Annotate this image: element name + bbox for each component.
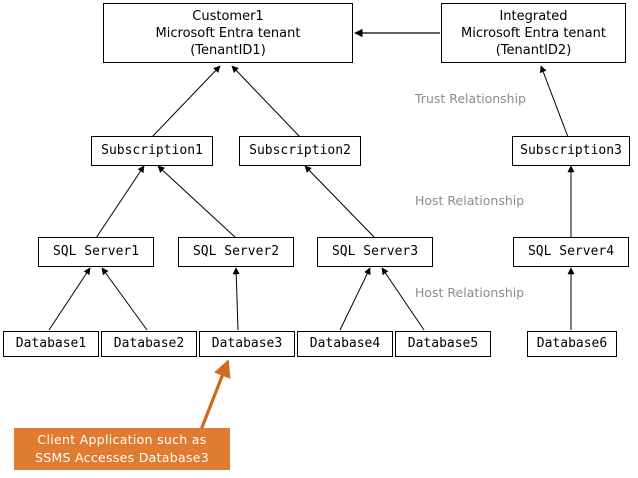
tenant-integrated-line1: Integrated (499, 8, 568, 24)
edge-sub1-to-customer1 (151, 65, 221, 138)
sql-server1-label: SQL Server1 (52, 244, 140, 259)
edge-srv1-to-sub1 (95, 165, 145, 239)
database4-label: Database4 (309, 336, 381, 351)
node-database3[interactable]: Database3 (199, 331, 295, 357)
node-database1[interactable]: Database1 (3, 331, 99, 357)
edge-db2-to-srv1 (101, 267, 148, 331)
database1-label: Database1 (15, 336, 87, 351)
node-sql-server1[interactable]: SQL Server1 (38, 237, 154, 267)
label-host-relationship-lower: Host Relationship (415, 285, 525, 300)
edge-db1-to-srv1 (48, 267, 91, 331)
sql-server4-label: SQL Server4 (527, 244, 615, 259)
subscription1-label: Subscription1 (101, 143, 203, 158)
database6-label: Database6 (536, 336, 608, 351)
node-database2[interactable]: Database2 (101, 331, 197, 357)
tenant-customer1-line2: Microsoft Entra tenant (155, 25, 301, 41)
node-tenant-customer1[interactable]: Customer1 Microsoft Entra tenant (Tenant… (103, 3, 353, 63)
edge-srv2-to-sub1 (157, 165, 237, 239)
tenant-integrated-line2: Microsoft Entra tenant (461, 25, 606, 41)
subscription2-label: Subscription2 (249, 143, 351, 158)
label-host-relationship-upper: Host Relationship (415, 193, 525, 208)
node-sql-server2[interactable]: SQL Server2 (178, 237, 294, 267)
node-subscription1[interactable]: Subscription1 (91, 136, 213, 166)
label-trust-relationship: Trust Relationship (415, 91, 526, 106)
edge-callout-to-db3 (199, 359, 231, 431)
sql-server3-label: SQL Server3 (331, 244, 419, 259)
tenant-customer1-line3: (TenantID1) (190, 42, 266, 58)
edge-db4-to-srv3 (339, 267, 371, 331)
node-database4[interactable]: Database4 (297, 331, 393, 357)
node-database5[interactable]: Database5 (395, 331, 491, 357)
sql-server2-label: SQL Server2 (192, 244, 280, 259)
node-tenant-integrated[interactable]: Integrated Microsoft Entra tenant (Tenan… (441, 3, 626, 63)
database5-label: Database5 (407, 336, 479, 351)
tenant-integrated-line3: (TenantID2) (495, 42, 572, 58)
node-subscription2[interactable]: Subscription2 (239, 136, 361, 166)
edge-sub2-to-customer1 (231, 65, 301, 138)
callout-client-application[interactable]: Client Application such as SSMS Accesses… (14, 428, 230, 470)
subscription3-label: Subscription3 (520, 143, 622, 158)
node-sql-server4[interactable]: SQL Server4 (513, 237, 629, 267)
node-sql-server3[interactable]: SQL Server3 (317, 237, 433, 267)
node-database6[interactable]: Database6 (527, 331, 617, 357)
callout-line1: Client Application such as (37, 432, 207, 447)
edge-db3-to-srv2 (232, 267, 240, 331)
edge-sub3-to-integrated (539, 65, 569, 138)
database3-label: Database3 (211, 336, 283, 351)
database2-label: Database2 (113, 336, 185, 351)
callout-line2: SSMS Accesses Database3 (34, 450, 210, 465)
node-subscription3[interactable]: Subscription3 (512, 136, 630, 166)
tenant-customer1-line1: Customer1 (192, 8, 264, 24)
edge-srv3-to-sub2 (304, 165, 376, 239)
